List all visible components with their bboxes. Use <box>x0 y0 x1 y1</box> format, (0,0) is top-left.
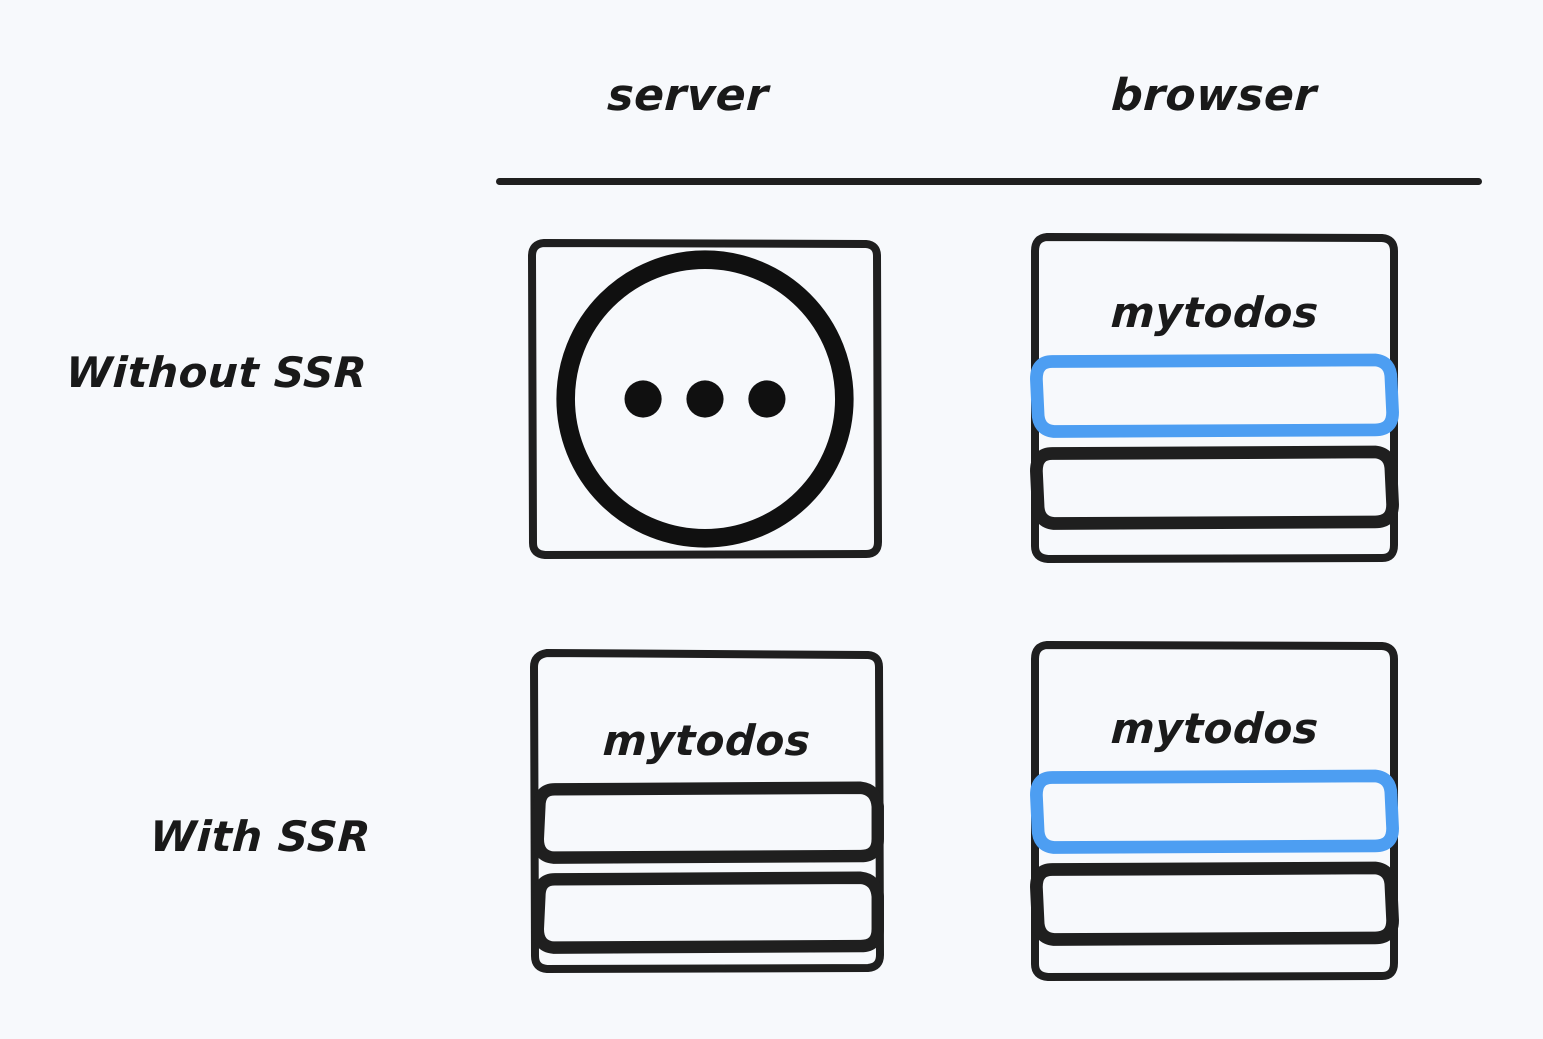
card-frame-outline <box>1031 233 1398 563</box>
card-frame-outline <box>528 239 882 559</box>
card-browser-without-ssr: mytodos <box>1030 232 1399 564</box>
todo-item[interactable] <box>530 870 884 954</box>
header-divider-rule <box>496 178 1482 185</box>
todo-item-highlighted[interactable] <box>1030 352 1399 438</box>
app-title: mytodos <box>1109 288 1320 337</box>
column-header-browser: browser <box>1110 70 1318 121</box>
row-label-with-ssr: With SSR <box>148 812 372 861</box>
card-frame-outline <box>530 649 884 973</box>
todo-list <box>1030 352 1399 530</box>
todo-item[interactable] <box>530 780 884 864</box>
todo-item[interactable] <box>1030 444 1399 530</box>
app-title: mytodos <box>1109 704 1320 753</box>
row-label-without-ssr: Without SSR <box>64 348 369 397</box>
todo-list <box>530 780 884 954</box>
column-header-server: server <box>606 70 770 121</box>
app-title: mytodos <box>601 716 813 765</box>
card-server-with-ssr: mytodos <box>530 648 884 974</box>
card-frame-outline <box>1031 641 1398 981</box>
todo-item[interactable] <box>1030 860 1399 946</box>
todo-list <box>1030 768 1399 946</box>
todo-item-highlighted[interactable] <box>1030 768 1399 854</box>
loading-dots-circle-icon <box>556 250 854 548</box>
card-server-without-ssr <box>528 238 882 560</box>
loading-indicator <box>528 238 882 560</box>
card-browser-with-ssr: mytodos <box>1030 640 1399 982</box>
